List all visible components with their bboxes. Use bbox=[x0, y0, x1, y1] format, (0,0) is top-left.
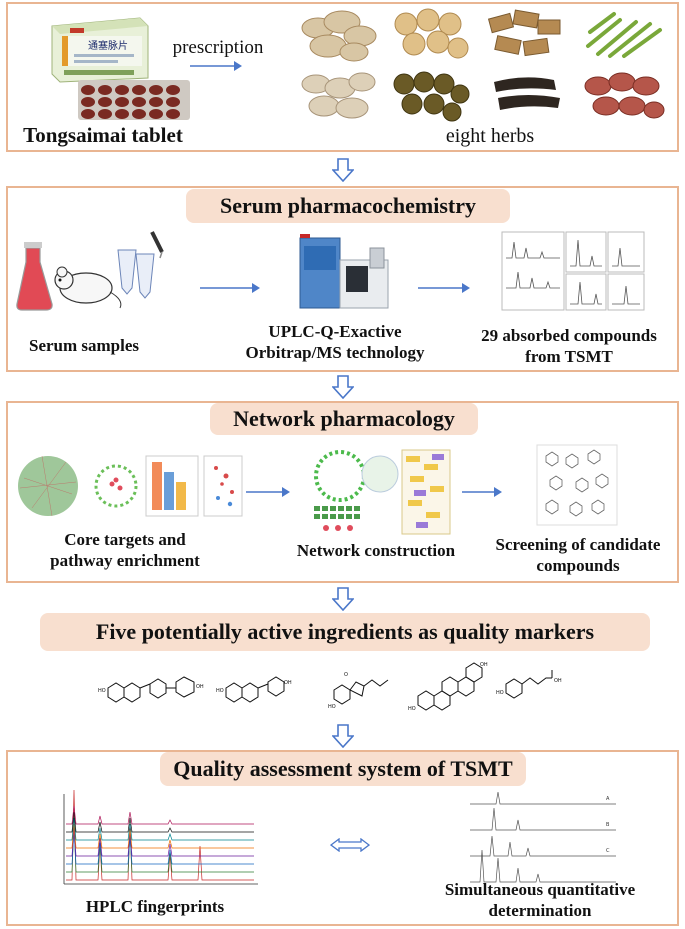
box-label: 通塞脉片 bbox=[88, 39, 128, 52]
flow-arrow-2 bbox=[418, 283, 470, 293]
svg-text:A: A bbox=[606, 796, 610, 802]
blister-pack-image bbox=[78, 80, 190, 120]
quantitative-line1: Simultaneous quantitative bbox=[444, 880, 636, 899]
candidate-line2: compounds bbox=[536, 556, 620, 575]
network-construction-label: Network construction bbox=[296, 541, 456, 560]
flow-arrow-3 bbox=[246, 487, 290, 497]
down-arrow-icon bbox=[332, 375, 354, 399]
herb-image-8 bbox=[580, 68, 666, 124]
ms-label-line1: UPLC-Q-Exactive bbox=[268, 322, 402, 341]
quantitative-line2: determination bbox=[488, 901, 592, 920]
quality-title: Quality assessment system of TSMT bbox=[160, 752, 526, 786]
hplc-label: HPLC fingerprints bbox=[85, 897, 225, 916]
flow-arrow-1 bbox=[200, 283, 260, 293]
herb-image-6 bbox=[390, 68, 472, 124]
svg-text:HO: HO bbox=[496, 690, 504, 696]
svg-text:HO: HO bbox=[98, 688, 106, 694]
tablet-box-image: 通塞脉片 bbox=[44, 12, 152, 84]
quantitative-chromatogram-image: A B C bbox=[466, 790, 622, 886]
prescription-arrow bbox=[190, 61, 242, 71]
core-targets-image bbox=[12, 448, 244, 524]
svg-text:O: O bbox=[344, 672, 348, 678]
svg-text:C: C bbox=[606, 848, 610, 854]
herbs-label: eight herbs bbox=[445, 125, 535, 147]
serum-samples-label: Serum samples bbox=[28, 336, 140, 355]
network-construction-image bbox=[306, 446, 452, 536]
svg-text:HO: HO bbox=[216, 688, 224, 694]
svg-text:OH: OH bbox=[480, 662, 488, 668]
herb-image-1 bbox=[298, 6, 380, 64]
herb-image-7 bbox=[484, 68, 568, 124]
absorbed-label-line2: from TSMT bbox=[525, 347, 613, 366]
herb-image-2 bbox=[390, 6, 472, 64]
ms-label-line2: Orbitrap/MS technology bbox=[245, 343, 425, 362]
down-arrow-icon bbox=[332, 587, 354, 611]
chemical-structures-image: HO OH HO OH HO O HO OH HO OH bbox=[96, 658, 586, 720]
product-name: Tongsaimai tablet bbox=[23, 123, 183, 147]
core-targets-line2: pathway enrichment bbox=[50, 551, 200, 570]
core-targets-line1: Core targets and bbox=[64, 530, 186, 549]
svg-text:OH: OH bbox=[554, 678, 562, 684]
herb-image-4 bbox=[580, 6, 666, 64]
ms-instrument-image bbox=[296, 230, 392, 314]
markers-title: Five potentially active ingredients as q… bbox=[40, 613, 650, 651]
hplc-fingerprints-image bbox=[58, 784, 268, 896]
herb-image-3 bbox=[484, 6, 568, 64]
network-title: Network pharmacology bbox=[210, 403, 478, 435]
candidate-compounds-image bbox=[536, 444, 618, 526]
svg-text:HO: HO bbox=[408, 706, 416, 712]
candidate-line1: Screening of candidate bbox=[495, 535, 661, 554]
flow-arrow-4 bbox=[462, 487, 502, 497]
absorbed-label-line1: 29 absorbed compounds bbox=[481, 326, 657, 345]
svg-text:B: B bbox=[606, 822, 610, 828]
svg-text:HO: HO bbox=[328, 704, 336, 710]
herb-image-5 bbox=[298, 68, 380, 124]
prescription-label: prescription bbox=[172, 37, 264, 58]
down-arrow-icon bbox=[332, 158, 354, 182]
serum-title: Serum pharmacochemistry bbox=[186, 189, 510, 223]
chromatograms-image bbox=[500, 228, 646, 314]
serum-samples-image bbox=[12, 228, 172, 314]
svg-text:OH: OH bbox=[196, 684, 204, 690]
down-arrow-icon bbox=[332, 724, 354, 748]
svg-text:OH: OH bbox=[284, 680, 292, 686]
double-arrow-icon bbox=[330, 838, 370, 852]
